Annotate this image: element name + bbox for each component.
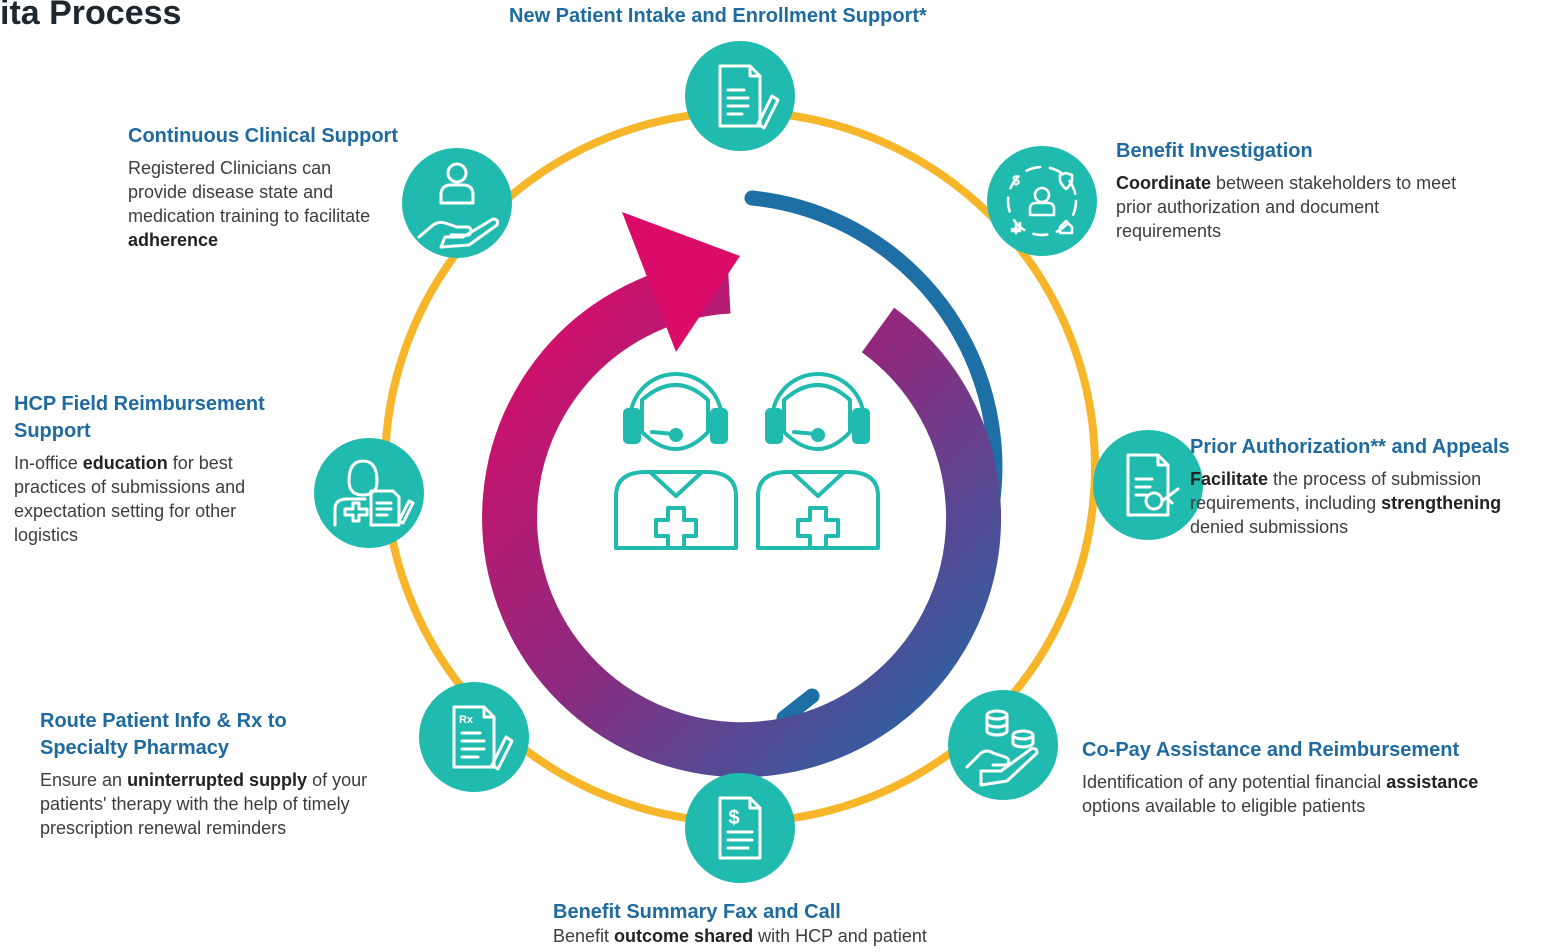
stakeholders-icon — [1006, 165, 1078, 237]
step-body: Coordinate between stakeholders to meet … — [1116, 171, 1476, 243]
body-text: Identification of any potential financia… — [1082, 772, 1387, 792]
step-body: Identification of any potential financia… — [1082, 770, 1532, 818]
body-text: Ensure an — [40, 770, 128, 790]
emphasis-text: Facilitate — [1190, 469, 1269, 489]
coins-hand-icon — [965, 709, 1039, 787]
emphasis-text: strengthening — [1381, 493, 1502, 513]
body-text: In-office — [14, 453, 83, 473]
body-text: between stakeholders to meet prior autho… — [1116, 173, 1457, 241]
step-benefit-summary: Benefit Summary Fax and Call Benefit out… — [553, 899, 953, 948]
page-title: ita Process — [0, 0, 182, 32]
document-pen-icon — [718, 64, 780, 130]
step-body: Facilitate the process of submission req… — [1190, 467, 1548, 539]
step-body: Ensure an uninterrupted supply of your p… — [40, 768, 415, 840]
step-hcp-field: HCP Field Reimbursement Support In-offic… — [14, 391, 314, 547]
emphasis-text: education — [82, 453, 168, 473]
node-intake — [685, 41, 795, 151]
clinician-document-icon — [333, 459, 415, 527]
node-prior-authorization — [1093, 430, 1203, 540]
node-copay — [948, 690, 1058, 800]
emphasis-text: Coordinate — [1116, 173, 1212, 193]
step-body: Registered Clinicians can provide diseas… — [128, 156, 390, 252]
step-heading: Route Patient Info & Rx to Specialty Pha… — [40, 710, 287, 759]
step-heading: New Patient Intake and Enrollment Suppor… — [509, 5, 927, 27]
step-route-rx: Route Patient Info & Rx to Specialty Pha… — [40, 708, 420, 840]
body-text: with HCP and patient — [753, 926, 927, 946]
step-heading: Benefit Investigation — [1116, 140, 1313, 162]
emphasis-text: outcome shared — [614, 926, 754, 946]
step-heading: Co-Pay Assistance and Reimbursement — [1082, 739, 1460, 761]
headset-agent-icon — [756, 372, 880, 550]
person-hand-icon — [417, 162, 499, 249]
headset-agent-icon — [614, 372, 738, 550]
step-copay: Co-Pay Assistance and Reimbursement Iden… — [1082, 737, 1552, 818]
step-clinical-support: Continuous Clinical Support Registered C… — [128, 123, 448, 252]
step-heading: Prior Authorization** and Appeals — [1190, 436, 1510, 458]
dollar-label: $ — [1012, 172, 1020, 188]
rx-document-icon — [452, 705, 514, 771]
body-text: denied submissions — [1190, 517, 1349, 537]
node-clinical-support — [402, 148, 512, 258]
step-benefit-investigation: Benefit Investigation Coordinate between… — [1116, 138, 1496, 243]
step-heading: Continuous Clinical Support — [128, 125, 398, 147]
node-benefit-summary: $ — [685, 773, 795, 883]
node-route-rx: Rx — [419, 682, 529, 792]
body-text: Registered Clinicians can provide diseas… — [128, 158, 371, 226]
step-heading: HCP Field Reimbursement Support — [14, 393, 265, 442]
body-text: the process of submission requirements, … — [1190, 469, 1482, 513]
body-text: options available to eligible patients — [1082, 796, 1366, 816]
node-hcp-field — [314, 438, 424, 548]
emphasis-text: adherence — [128, 230, 219, 250]
step-body: Benefit outcome shared with HCP and pati… — [553, 924, 953, 948]
body-text: Benefit — [553, 926, 615, 946]
gradient-cycle-arrow — [482, 212, 1002, 778]
emphasis-text: assistance — [1386, 772, 1479, 792]
emphasis-text: uninterrupted supply — [127, 770, 308, 790]
document-seal-icon — [1126, 453, 1180, 517]
body-text: of your patients' therapy with the help … — [40, 770, 368, 838]
step-body: In-office education for best practices o… — [14, 451, 304, 547]
dollar-label: $ — [728, 807, 739, 829]
step-heading: Benefit Summary Fax and Call — [553, 901, 841, 923]
step-prior-authorization: Prior Authorization** and Appeals Facili… — [1190, 434, 1556, 539]
step-intake: New Patient Intake and Enrollment Suppor… — [509, 3, 1049, 30]
dollar-document-icon — [718, 796, 762, 860]
body-text: for best practices of submissions and ex… — [14, 453, 246, 545]
node-benefit-investigation: $ — [987, 146, 1097, 256]
rx-label: Rx — [459, 714, 474, 726]
